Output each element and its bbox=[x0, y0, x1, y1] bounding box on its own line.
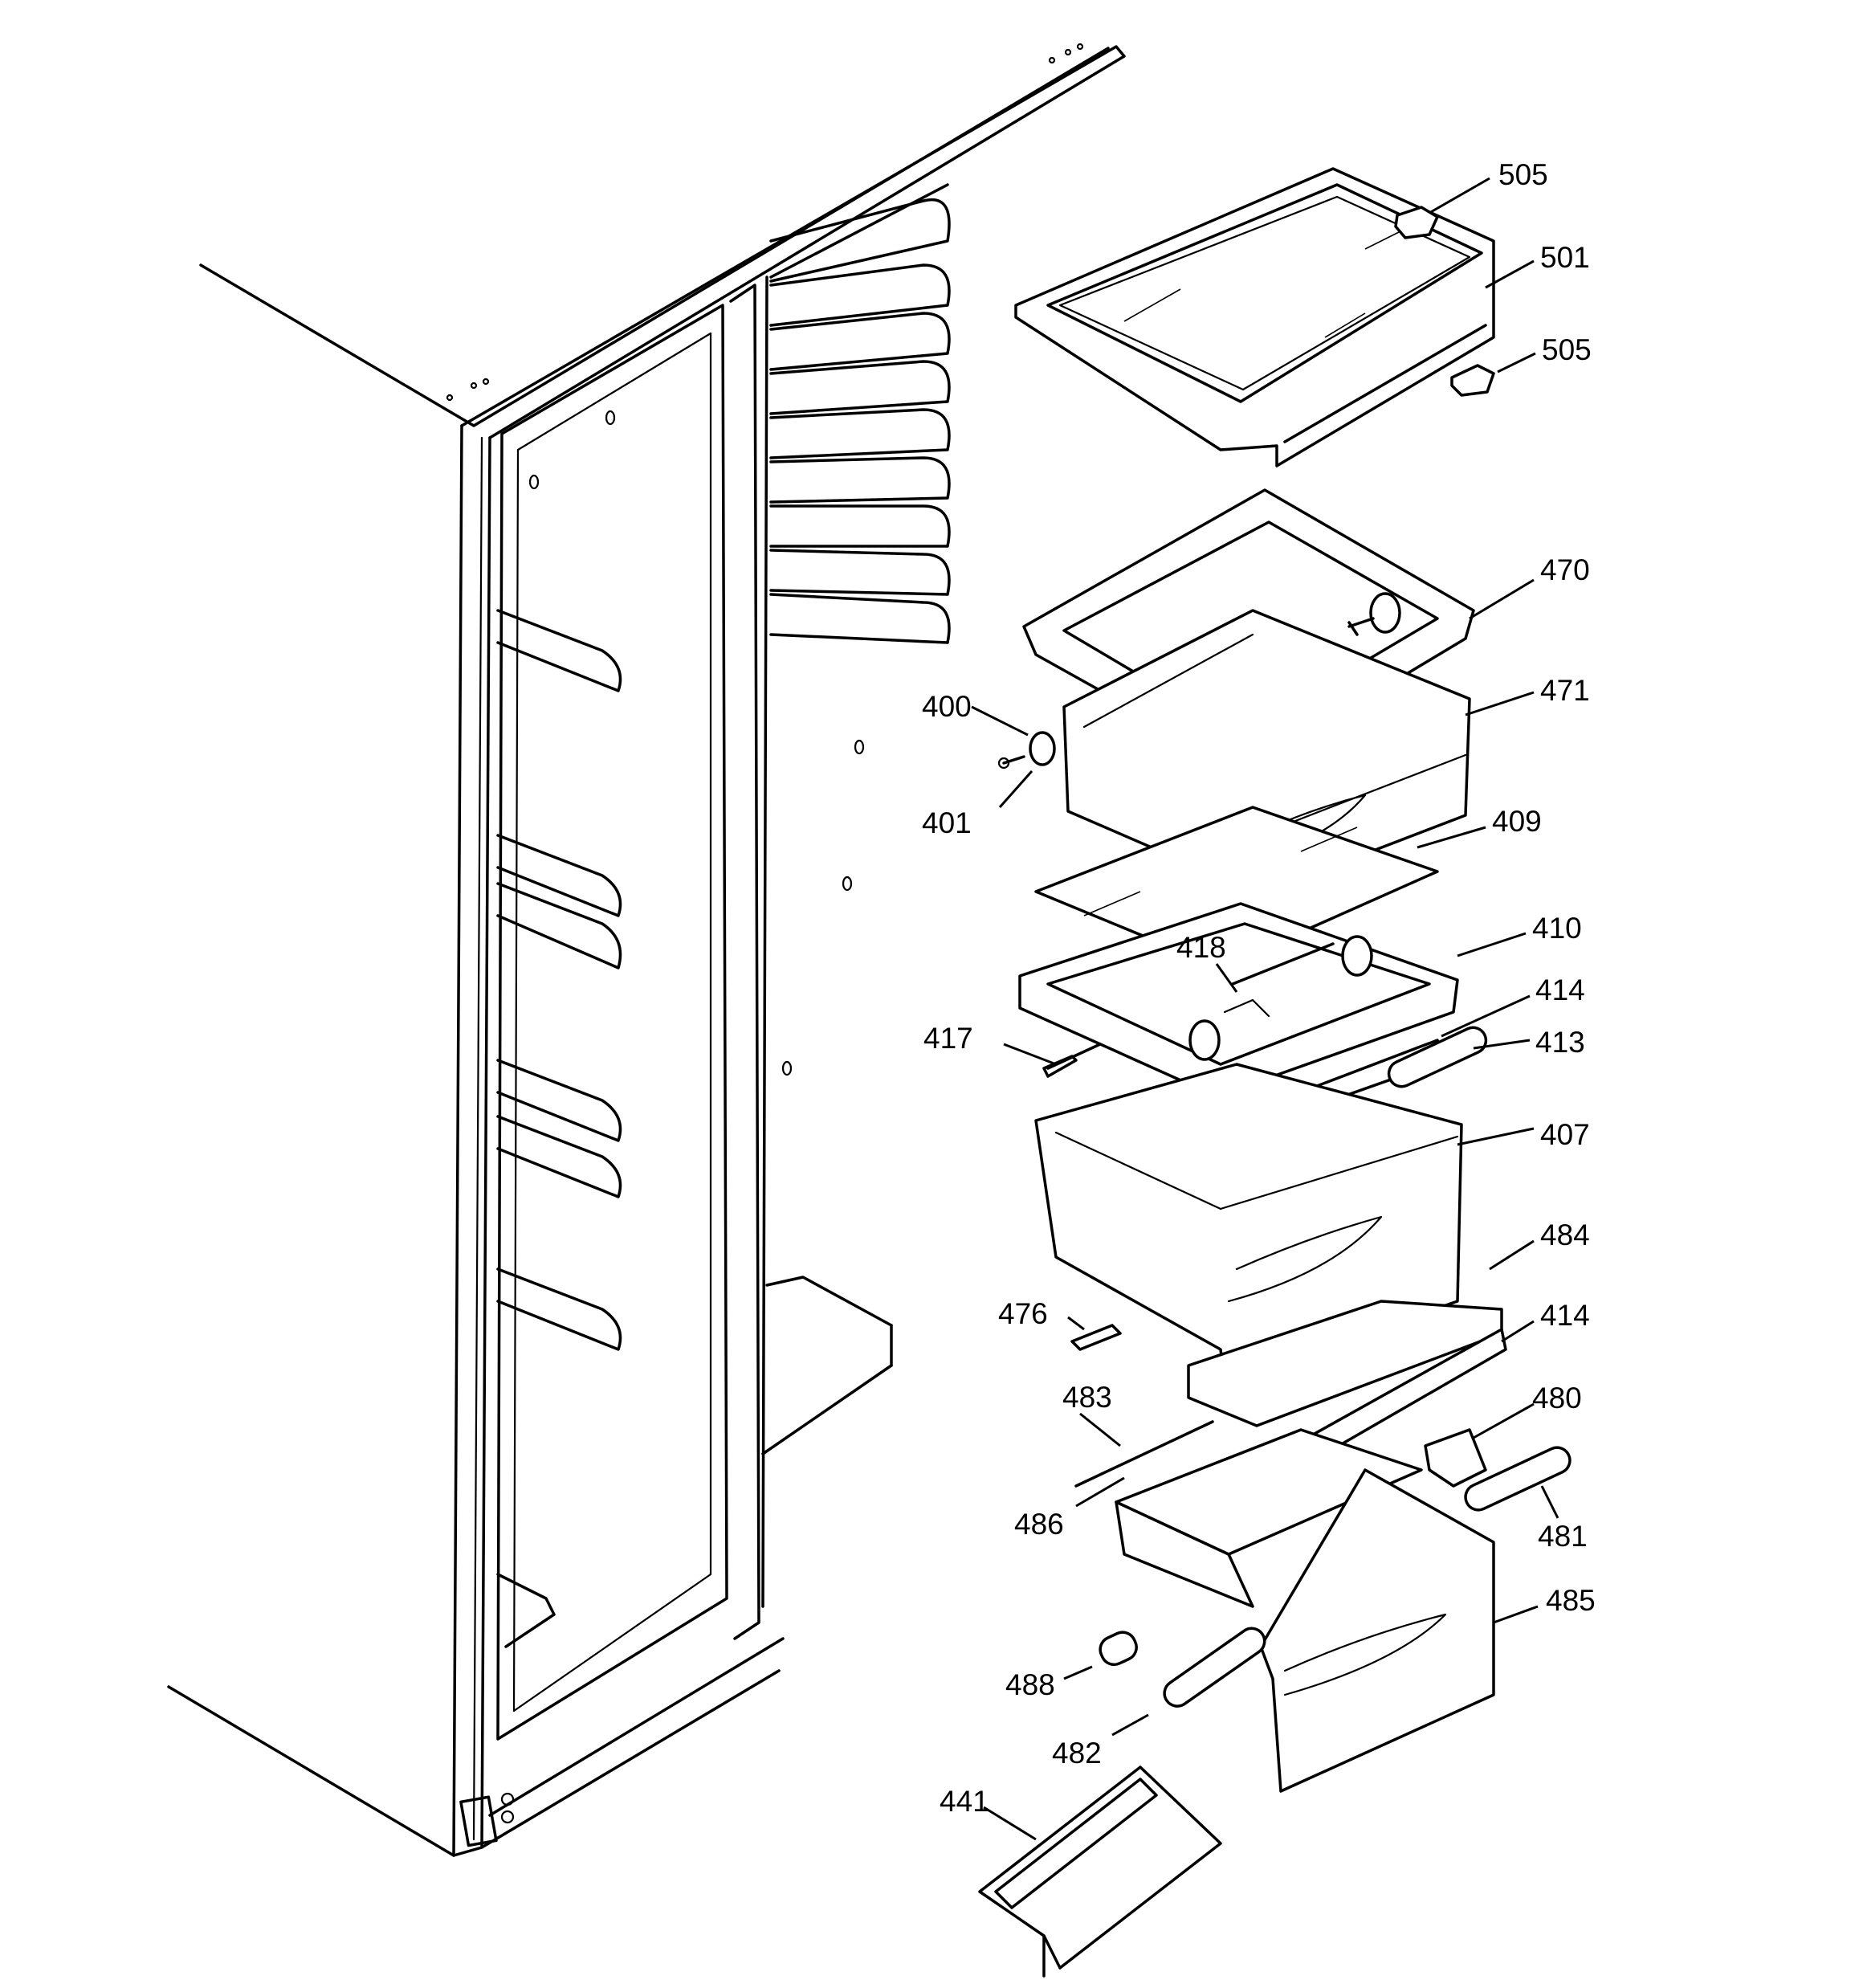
label-484: 484 bbox=[1540, 1219, 1590, 1251]
label-485: 485 bbox=[1546, 1584, 1596, 1617]
label-505-upper: 505 bbox=[1498, 158, 1548, 191]
leader-lines bbox=[971, 177, 1559, 1841]
bin-441 bbox=[978, 1766, 1222, 1978]
label-418: 418 bbox=[1176, 931, 1226, 964]
label-471: 471 bbox=[1540, 674, 1590, 707]
label-410: 410 bbox=[1532, 912, 1582, 945]
label-483: 483 bbox=[1062, 1381, 1112, 1414]
label-409: 409 bbox=[1492, 805, 1542, 838]
label-417: 417 bbox=[923, 1022, 973, 1055]
label-501: 501 bbox=[1540, 241, 1590, 274]
label-400: 400 bbox=[922, 690, 972, 723]
label-407: 407 bbox=[1540, 1118, 1590, 1151]
label-414-upper: 414 bbox=[1535, 974, 1585, 1006]
rail-417 bbox=[1042, 1043, 1102, 1078]
rod-418 bbox=[1231, 942, 1335, 986]
screw-401 bbox=[997, 755, 1025, 769]
cap-400 bbox=[1029, 731, 1056, 766]
glass-shelf-501 bbox=[1014, 167, 1495, 467]
shelf-clip-505b bbox=[1450, 364, 1495, 397]
label-476: 476 bbox=[998, 1297, 1048, 1330]
label-414-lower: 414 bbox=[1540, 1299, 1590, 1332]
label-401: 401 bbox=[922, 806, 972, 839]
label-488: 488 bbox=[1005, 1668, 1055, 1701]
label-482: 482 bbox=[1052, 1737, 1102, 1770]
bracket-476 bbox=[1070, 1324, 1122, 1351]
rod-483 bbox=[1074, 1420, 1214, 1488]
roller-481 bbox=[1464, 1446, 1572, 1512]
label-470: 470 bbox=[1540, 553, 1590, 586]
label-441: 441 bbox=[940, 1785, 989, 1818]
slide-413 bbox=[1387, 1026, 1488, 1088]
label-480: 480 bbox=[1532, 1382, 1582, 1414]
label-486: 486 bbox=[1014, 1508, 1064, 1541]
label-413: 413 bbox=[1535, 1026, 1585, 1059]
label-481: 481 bbox=[1538, 1520, 1588, 1553]
drawer-485 bbox=[1259, 1468, 1495, 1793]
pan-frame-410 bbox=[1018, 902, 1459, 1098]
slide-rail-480 bbox=[1424, 1428, 1487, 1488]
roller-482 bbox=[1163, 1627, 1266, 1708]
shelf-clip-505a bbox=[1394, 206, 1439, 239]
part-labels: 505 501 505 470 471 400 401 409 410 418 … bbox=[922, 158, 1596, 1818]
label-505-lower: 505 bbox=[1542, 333, 1592, 366]
frame-486 bbox=[1115, 1428, 1423, 1608]
refrigerator-cabinet bbox=[167, 43, 1126, 1857]
roller-488 bbox=[1099, 1631, 1138, 1667]
